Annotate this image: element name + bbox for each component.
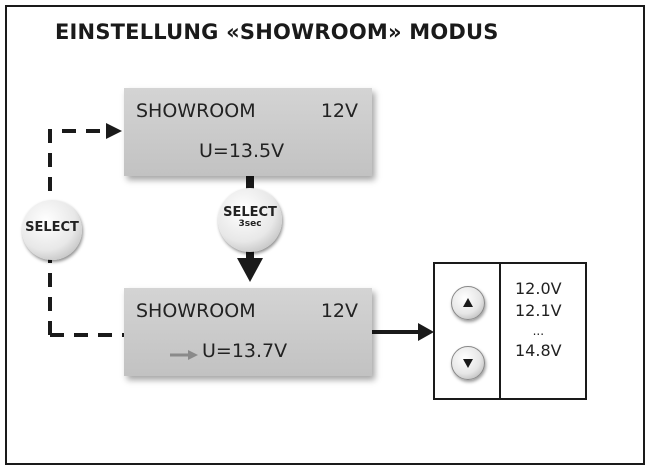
right-arrowhead xyxy=(418,323,434,341)
display-mode-label: SHOWROOM xyxy=(136,100,256,122)
display-voltage-value: U=13.7V xyxy=(202,340,288,362)
dashed-loop-arrowhead xyxy=(106,123,122,139)
display-system-voltage: 12V xyxy=(320,300,358,322)
down-button[interactable] xyxy=(451,346,485,380)
select-hold-button[interactable]: SELECT 3sec xyxy=(218,188,282,252)
down-arrowhead xyxy=(237,258,263,282)
voltage-range-panel: 12.0V 12.1V ... 14.8V xyxy=(433,262,587,400)
up-arrow-icon xyxy=(463,298,473,307)
voltage-option: 12.0V xyxy=(515,279,562,298)
gray-arrow-icon xyxy=(170,350,198,360)
dashed-loop-line xyxy=(48,129,108,335)
panel-divider xyxy=(499,264,501,398)
lcd-display-top: SHOWROOM 12V U=13.5V xyxy=(124,88,372,176)
select-button[interactable]: SELECT xyxy=(22,200,82,260)
select-hold-duration: 3sec xyxy=(238,219,262,229)
display-mode-label: SHOWROOM xyxy=(136,300,256,322)
voltage-option: 12.1V xyxy=(515,301,562,320)
select-button-label: SELECT xyxy=(25,220,79,235)
up-button[interactable] xyxy=(451,286,485,320)
voltage-option: 14.8V xyxy=(515,341,562,360)
lcd-display-bottom: SHOWROOM 12V U=13.7V xyxy=(124,288,372,376)
down-arrow-icon xyxy=(463,359,473,368)
voltage-ellipsis: ... xyxy=(532,324,545,338)
voltage-value-list: 12.0V 12.1V ... 14.8V xyxy=(515,278,562,362)
select-hold-label: SELECT xyxy=(223,205,277,220)
page-title: EINSTELLUNG «SHOWROOM» MODUS xyxy=(55,20,499,44)
display-system-voltage: 12V xyxy=(320,100,358,122)
display-voltage-value: U=13.5V xyxy=(199,140,285,162)
